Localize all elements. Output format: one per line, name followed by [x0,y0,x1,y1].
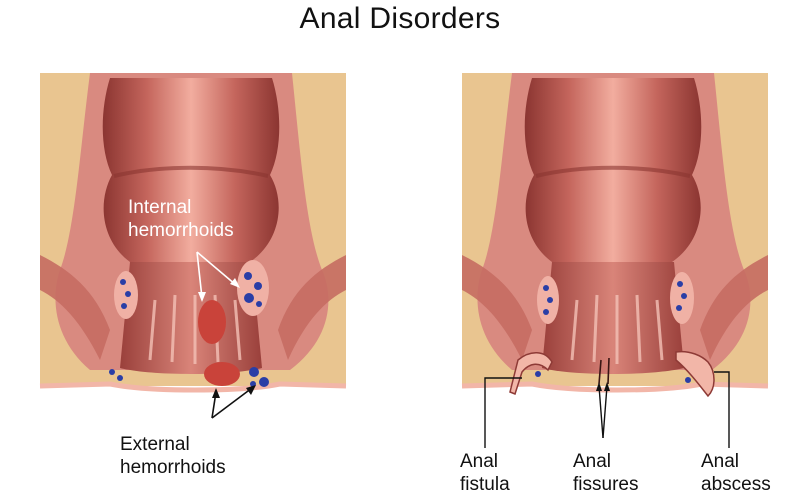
left-vein-pad-r [237,260,269,316]
external-arrows [211,387,253,419]
fistula-label-line2: fistula [460,474,510,495]
internal-label-line2: hemorrhoids [128,220,234,241]
left-panel-art [39,73,347,419]
left-rectal-lumen [102,78,280,262]
anal-fissures-label: Anal fissures [573,450,638,496]
right-rectal-lumen [524,78,702,262]
right-leader-lines [484,371,730,448]
anal-abscess-label: Anal abscess [701,450,771,496]
internal-label-line1: Internal [128,197,192,218]
internal-hemorrhoid [198,300,226,344]
fistula-tract [509,352,553,395]
abscess-label-line1: Anal [701,451,740,472]
external-hemorrhoid [204,362,240,386]
internal-hemorrhoids-label: Internal hemorrhoids [128,196,234,242]
left-vein-dots [109,272,269,387]
left-anal-canal [120,262,262,374]
diagram-title: Anal Disorders [299,2,501,35]
right-panel-art [461,73,769,448]
fistula-label-line1: Anal [460,451,499,472]
fissures-label-line1: Anal [573,451,612,472]
abscess-pocket [675,350,715,398]
left-pelvic-muscle-r [278,255,346,360]
right-anal-canal [542,262,684,374]
left-pelvic-muscle-l [40,255,110,360]
internal-arrows [196,251,237,299]
fissure-marks [598,357,610,385]
external-label-line2: hemorrhoids [120,457,226,478]
external-label-line1: External [120,434,190,455]
external-hemorrhoids-label: External hemorrhoids [120,433,226,479]
abscess-label-line2: abscess [701,474,771,495]
fissures-label-line2: fissures [573,474,639,495]
anal-fistula-label: Anal fistula [460,450,510,496]
